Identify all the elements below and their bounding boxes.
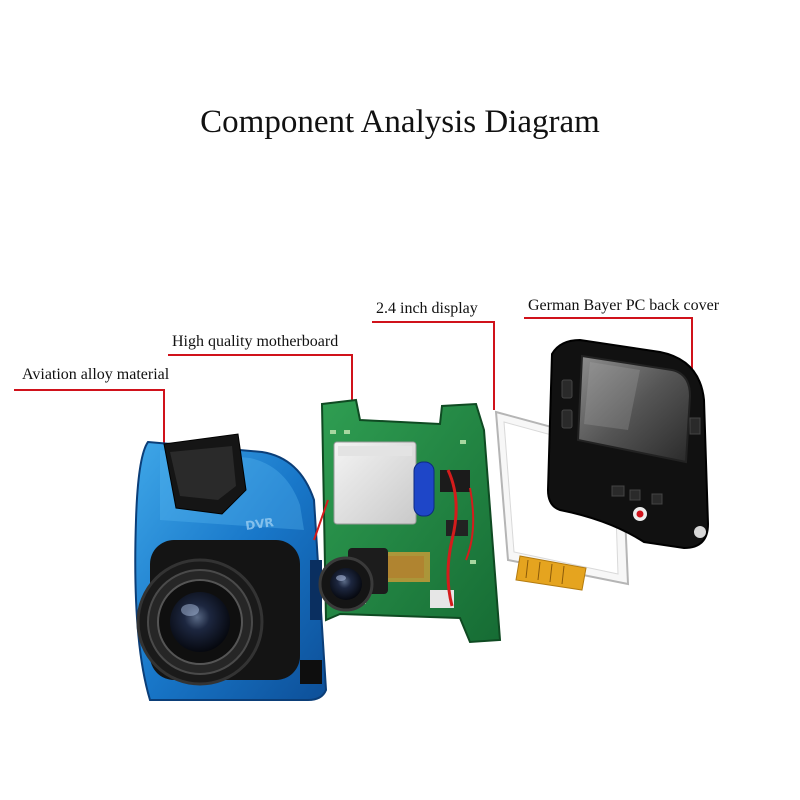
- brand-mark: DVR: [244, 515, 274, 533]
- diagram-title: Component Analysis Diagram: [200, 104, 600, 140]
- leader-aviation-alloy: [14, 389, 165, 445]
- label-motherboard: High quality motherboard: [172, 333, 339, 350]
- leader-display: [372, 321, 495, 410]
- label-aviation-alloy: Aviation alloy material: [22, 366, 170, 383]
- camera-body: DVR: [134, 433, 328, 701]
- motherboard: [313, 398, 502, 644]
- label-back-cover: German Bayer PC back cover: [528, 297, 720, 314]
- back-cover: [546, 338, 710, 550]
- leader-motherboard: [168, 354, 353, 410]
- label-display: 2.4 inch display: [376, 300, 478, 317]
